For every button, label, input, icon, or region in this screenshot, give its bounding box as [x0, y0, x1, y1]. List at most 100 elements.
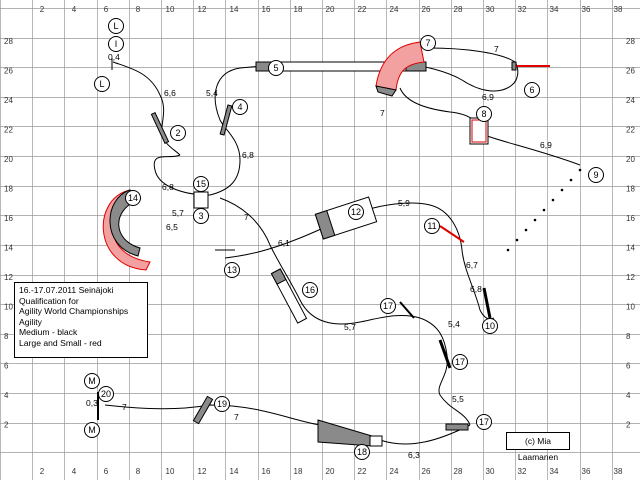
- jump-17-c: [445, 423, 469, 431]
- x-tick-bottom: 6: [104, 467, 109, 476]
- distance-label: 6,7: [466, 260, 478, 270]
- x-tick-top: 6: [104, 5, 109, 14]
- obstacle-number-19: 19: [214, 396, 230, 412]
- obstacle-number-4: 4: [232, 99, 248, 115]
- x-tick-top: 18: [294, 5, 303, 14]
- obstacle-label: 8: [481, 109, 486, 119]
- obstacle-circle: [348, 204, 364, 220]
- obstacle-number-3: 3: [193, 208, 209, 224]
- obstacle-label: 6: [529, 85, 534, 95]
- seesaw-18: [317, 419, 373, 447]
- x-tick-bottom: 4: [72, 467, 77, 476]
- distance-label: 6,5: [166, 222, 178, 232]
- jump-6-wing: [511, 61, 517, 71]
- obstacle-label: M: [88, 376, 96, 386]
- distance-label: 6,3: [408, 450, 420, 460]
- obstacle-circle: [380, 298, 396, 314]
- distance-label: 0,4: [108, 52, 120, 62]
- obstacle-number-17: 17: [452, 354, 468, 370]
- seesaw-18-end: [369, 435, 383, 447]
- obstacle-label: 11: [427, 221, 436, 231]
- x-tick-bottom: 24: [390, 467, 399, 476]
- x-tick-top: 14: [230, 5, 239, 14]
- obstacle-circle: [84, 373, 100, 389]
- distance-label: 6,8: [470, 284, 482, 294]
- obstacle-number-15: 15: [193, 176, 209, 192]
- x-tick-bottom: 26: [422, 467, 431, 476]
- jump-11-red: [439, 225, 465, 243]
- x-tick-top: 28: [454, 5, 463, 14]
- obstacle-label: 20: [101, 389, 111, 399]
- dot: [515, 238, 519, 242]
- obstacle-circle: [354, 444, 370, 460]
- x-tick-bottom: 14: [230, 467, 239, 476]
- distance-label: 5,5: [452, 394, 464, 404]
- distance-label: 6,6: [164, 88, 176, 98]
- x-tick-bottom: 8: [136, 467, 141, 476]
- jump-10: [482, 287, 492, 319]
- x-tick-bottom: 10: [166, 467, 175, 476]
- distance-label: 7: [494, 44, 499, 54]
- x-tick-top: 16: [262, 5, 271, 14]
- obstacle-circle: [125, 190, 141, 206]
- obstacle-label: I: [115, 39, 118, 49]
- jump-4-bar: [219, 104, 233, 136]
- obstacle-circle: [98, 386, 114, 402]
- obstacle-number-18: 18: [354, 444, 370, 460]
- obstacle-circle: [170, 125, 186, 141]
- y-tick-right: 8: [626, 332, 631, 341]
- obstacle-circle: [193, 208, 209, 224]
- obstacle-label: 19: [217, 399, 227, 409]
- y-tick-left: 22: [4, 126, 13, 135]
- x-tick-top: 26: [422, 5, 431, 14]
- obstacle-label: 15: [196, 179, 206, 189]
- dot: [578, 168, 582, 172]
- y-tick-right: 16: [626, 214, 635, 223]
- y-tick-right: 2: [626, 421, 631, 430]
- obstacle-label: 18: [357, 447, 367, 457]
- y-tick-right: 26: [626, 67, 635, 76]
- x-tick-bottom: 16: [262, 467, 271, 476]
- obstacle-label: L: [99, 79, 104, 89]
- y-tick-left: 26: [4, 67, 13, 76]
- obstacle-circle: [588, 167, 604, 183]
- obstacle-number-8: 8: [476, 106, 492, 122]
- y-tick-left: 14: [4, 244, 13, 253]
- jump-2-bar: [150, 111, 170, 145]
- x-tick-top: 8: [136, 5, 141, 14]
- x-tick-top: 10: [166, 5, 175, 14]
- jump-19: [192, 395, 214, 425]
- info-line-4: Agility: [19, 316, 42, 327]
- x-tick-top: 12: [198, 5, 207, 14]
- obstacle-circle: [224, 262, 240, 278]
- y-tick-right: 22: [626, 126, 635, 135]
- y-tick-right: 24: [626, 96, 635, 105]
- obstacle-label: 17: [383, 301, 393, 311]
- obstacle-shapes: [97, 41, 550, 447]
- gray-tunnel-14: [109, 189, 141, 257]
- dot: [542, 208, 546, 212]
- obstacle-circle: [476, 106, 492, 122]
- distance-label: 5,9: [398, 198, 410, 208]
- obstacle-label: 13: [227, 265, 237, 275]
- obstacle-circle: [424, 218, 440, 234]
- jump-17-a: [399, 301, 415, 319]
- obstacle-label: M: [88, 425, 96, 435]
- obstacle-number-14: 14: [125, 190, 141, 206]
- info-line-5: Medium - black: [19, 327, 78, 338]
- x-tick-bottom: 18: [294, 467, 303, 476]
- obstacle-label: 3: [198, 211, 203, 221]
- x-tick-top: 36: [582, 5, 591, 14]
- distance-label: 6,9: [482, 92, 494, 102]
- obstacle-8-red: [471, 119, 487, 143]
- y-tick-left: 2: [4, 421, 9, 430]
- distance-label: 5,4: [448, 319, 460, 329]
- info-line-1: 16.-17.07.2011 Seinäjoki: [19, 285, 114, 295]
- x-tick-bottom: 20: [326, 467, 335, 476]
- obstacle-label: 17: [455, 357, 465, 367]
- aframe-16-top: [270, 268, 287, 285]
